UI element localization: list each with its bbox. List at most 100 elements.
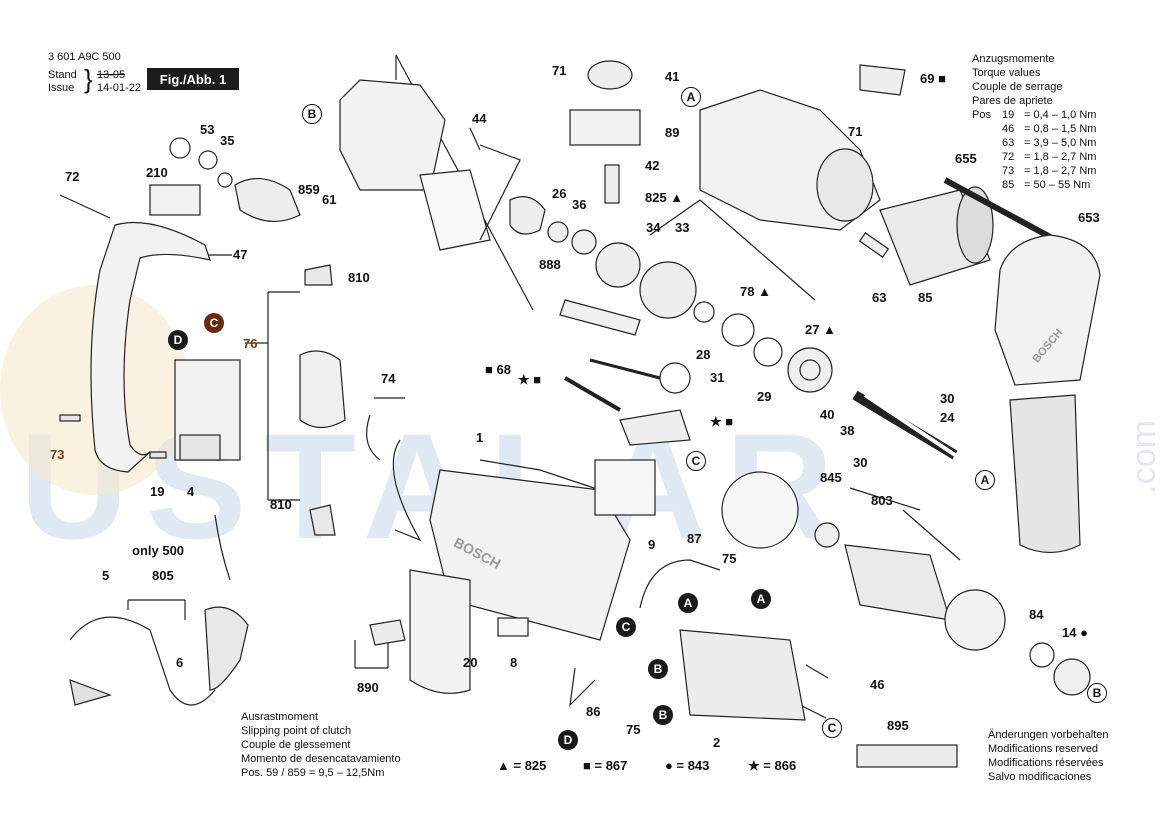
ref-marker-b-filled: B <box>648 659 668 679</box>
brace: } <box>84 64 93 94</box>
callout-star-square: ★ ■ <box>518 372 542 387</box>
clutch-line-1: Ausrastmoment <box>241 711 319 723</box>
ref-marker-b: B <box>1087 683 1107 703</box>
clutch-pos-line: Pos. 59 / 859 = 9,5 – 12,5Nm <box>241 767 385 779</box>
callout-44: 44 <box>472 111 487 126</box>
callout-9: 9 <box>648 537 656 552</box>
part-number: 3 601 A9C 500 <box>48 51 121 63</box>
ref-marker-c: C <box>686 451 706 471</box>
legend-item-square: ■ = 867 <box>583 758 627 773</box>
callout-47: 47 <box>233 247 248 262</box>
callout-859: 859 <box>298 182 320 197</box>
callout-890: 890 <box>357 680 379 695</box>
torque-row: Pos 19 = 0,4 – 1,0 Nm <box>972 108 1162 122</box>
torque-pos: 46 <box>1002 123 1015 135</box>
torque-row: 85 = 50 – 55 Nm <box>972 178 1162 192</box>
ref-marker-b-filled: B <box>653 705 673 725</box>
callout-38: 38 <box>840 423 855 438</box>
torque-pos: 85 <box>1002 179 1015 191</box>
callout-69: 69 ■ <box>920 71 946 86</box>
callout-803: 803 <box>871 493 893 508</box>
changes-line-4: Salvo modificaciones <box>988 771 1092 783</box>
torque-pos: 72 <box>1002 151 1015 163</box>
legend-text: = 866 <box>763 758 797 773</box>
callout-895: 895 <box>887 718 909 733</box>
torque-title-4: Pares de apriete <box>972 95 1053 107</box>
callout-72: 72 <box>65 169 80 184</box>
changes-line-2: Modifications reserved <box>988 743 1099 755</box>
legend-text: = 867 <box>594 758 628 773</box>
ref-marker-c: C <box>822 718 842 738</box>
torque-row: 72 = 1,8 – 2,7 Nm <box>972 150 1162 164</box>
callout-41: 41 <box>665 69 680 84</box>
callout-210: 210 <box>146 165 168 180</box>
dot-icon: ● <box>665 758 673 773</box>
torque-block: Anzugsmomente Torque values Couple de se… <box>972 52 1162 192</box>
ref-marker-d-filled: D <box>558 730 578 750</box>
callout-87: 87 <box>687 531 702 546</box>
torque-title-3: Couple de serrage <box>972 81 1063 93</box>
torque-row: 73 = 1,8 – 2,7 Nm <box>972 164 1162 178</box>
callout-85: 85 <box>918 290 933 305</box>
callout-46: 46 <box>870 677 885 692</box>
ref-marker-b: B <box>302 104 322 124</box>
torque-value: = 50 – 55 Nm <box>1024 179 1091 191</box>
torque-value: = 1,8 – 2,7 Nm <box>1024 151 1097 163</box>
ref-marker-a-filled: A <box>678 593 698 613</box>
torque-pos: 73 <box>1002 165 1015 177</box>
only-500-note: only 500 <box>132 543 185 558</box>
legend-text: = 825 <box>513 758 547 773</box>
callout-71a: 71 <box>552 63 567 78</box>
callout-40: 40 <box>820 407 835 422</box>
changes-block: Änderungen vorbehalten Modifications res… <box>988 728 1158 784</box>
callout-2: 2 <box>713 735 721 750</box>
clutch-block: Ausrastmoment Slipping point of clutch C… <box>241 710 481 780</box>
old-date: 13-05 <box>97 69 126 81</box>
callout-24: 24 <box>940 410 955 425</box>
torque-value: = 3,9 – 5,0 Nm <box>1024 137 1097 149</box>
ref-marker-c-filled: C <box>204 313 224 333</box>
ref-marker-a: A <box>681 87 701 107</box>
callout-653: 653 <box>1078 210 1100 225</box>
ref-marker-a: A <box>975 470 995 490</box>
torque-pos: 63 <box>1002 137 1015 149</box>
callout-75b: 75 <box>626 722 641 737</box>
torque-value: = 0,4 – 1,0 Nm <box>1024 109 1097 121</box>
callout-6: 6 <box>176 655 184 670</box>
callout-655: 655 <box>955 151 977 166</box>
callout-68: ■ 68 <box>485 362 511 377</box>
callout-78: 78 ▲ <box>740 284 771 299</box>
callout-810b: 810 <box>270 497 292 512</box>
clutch-line-4: Momento de desencatavamiento <box>241 753 401 765</box>
callout-29: 29 <box>757 389 772 404</box>
torque-title-1: Anzugsmomente <box>972 53 1055 65</box>
callout-845: 845 <box>820 470 842 485</box>
callout-73: 73 <box>50 447 65 462</box>
callout-19: 19 <box>150 484 165 499</box>
callout-28: 28 <box>696 347 711 362</box>
legend-text: = 843 <box>676 758 710 773</box>
callout-26: 26 <box>552 186 567 201</box>
callout-35: 35 <box>220 133 235 148</box>
square-icon: ■ <box>583 758 591 773</box>
callout-8: 8 <box>510 655 518 670</box>
clutch-line-3: Couple de glessement <box>241 739 351 751</box>
callout-14: 14 ● <box>1062 625 1088 640</box>
callout-31: 31 <box>710 370 725 385</box>
stand-label: Stand <box>48 69 77 81</box>
callout-74: 74 <box>381 371 396 386</box>
callout-805: 805 <box>152 568 174 583</box>
torque-value: = 1,8 – 2,7 Nm <box>1024 165 1097 177</box>
callout-888: 888 <box>539 257 561 272</box>
legend-item-triangle: ▲ = 825 <box>497 758 546 773</box>
callout-27: 27 ▲ <box>805 322 836 337</box>
issue-label: Issue <box>48 82 75 94</box>
torque-row: 46 = 0,8 – 1,5 Nm <box>972 122 1162 136</box>
callout-75a: 75 <box>722 551 737 566</box>
callout-34: 34 <box>646 220 661 235</box>
callout-825: 825 ▲ <box>645 190 684 205</box>
callout-star-square-2: ★ ■ <box>710 414 734 429</box>
callout-86: 86 <box>586 704 601 719</box>
callout-30b: 30 <box>853 455 868 470</box>
